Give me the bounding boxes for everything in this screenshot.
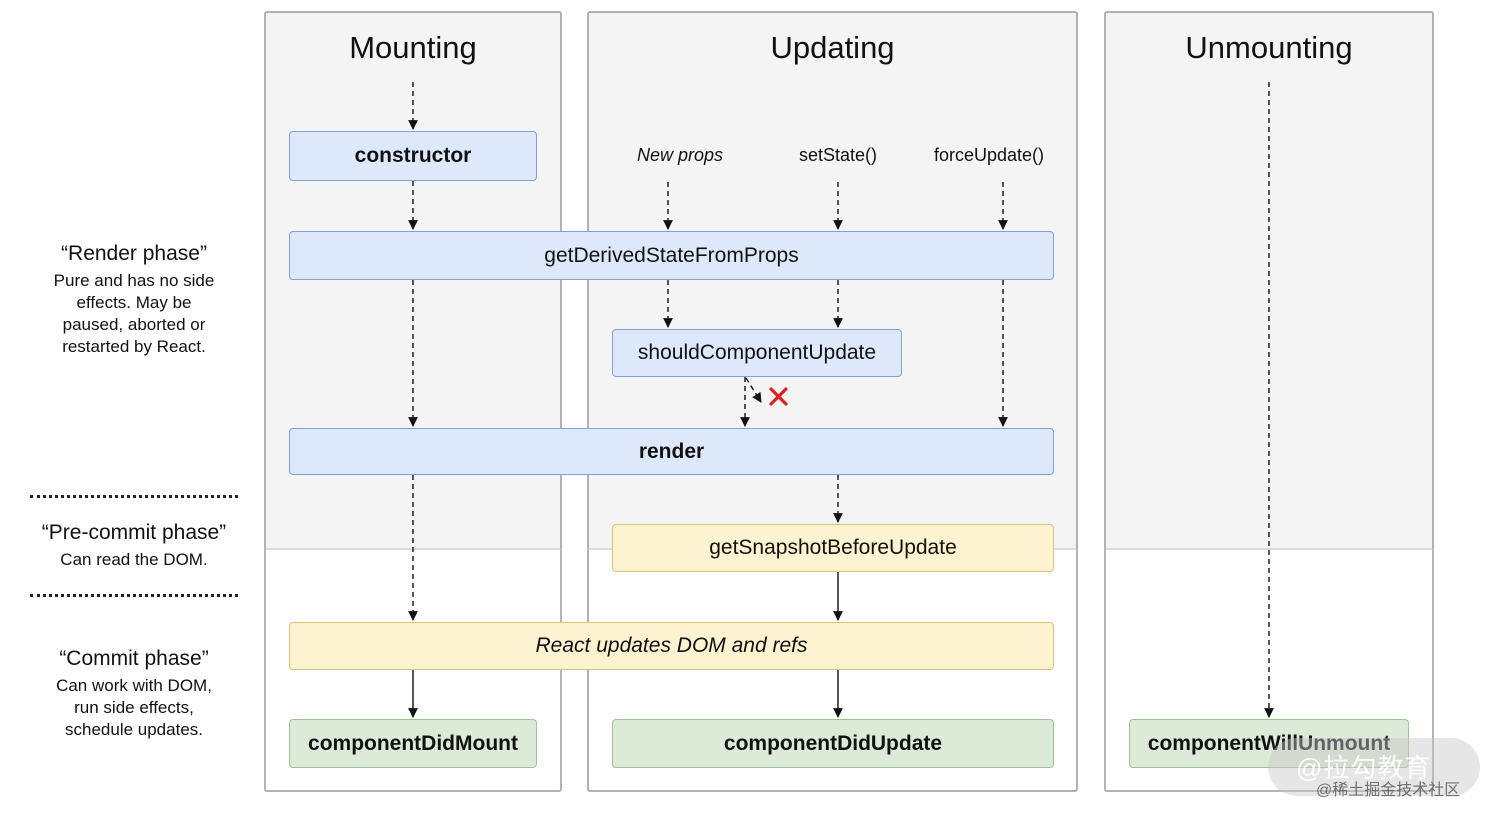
box-component-did-update: componentDidUpdate xyxy=(612,719,1054,768)
phase-render-line: restarted by React. xyxy=(62,337,206,356)
phase-commit-desc: Can work with DOM, run side effects, sch… xyxy=(14,675,254,741)
column-title-unmounting: Unmounting xyxy=(1185,30,1353,65)
phase-divider-top xyxy=(30,495,238,498)
phase-commit-line: schedule updates. xyxy=(65,720,203,739)
phase-render-title: “Render phase” xyxy=(61,242,207,265)
phase-precommit-desc: Can read the DOM. xyxy=(14,549,254,571)
box-get-snapshot-before-update: getSnapshotBeforeUpdate xyxy=(612,524,1054,572)
box-render: render xyxy=(289,428,1054,475)
column-title-mounting: Mounting xyxy=(349,30,477,65)
phase-precommit-line: Can read the DOM. xyxy=(60,550,208,569)
phase-commit: “Commit phase” Can work with DOM, run si… xyxy=(14,647,254,741)
phase-commit-line: Can work with DOM, xyxy=(56,676,212,695)
phase-render-line: effects. May be xyxy=(76,293,192,312)
phase-commit-title: “Commit phase” xyxy=(59,647,209,670)
trigger-set-state: setState() xyxy=(798,145,878,165)
arrow-scu-cancel xyxy=(745,377,762,403)
phase-render-line: Pure and has no side xyxy=(53,271,215,290)
box-constructor: constructor xyxy=(289,131,537,181)
watermark-logo-text: @拉勾教育 xyxy=(1296,753,1432,783)
watermark-site-text: @稀土掘金技术社区 xyxy=(1316,782,1461,799)
phase-render: “Render phase” Pure and has no side effe… xyxy=(14,242,254,358)
box-component-will-unmount: componentWillUnmount xyxy=(1129,719,1409,768)
box-component-did-mount: componentDidMount xyxy=(289,719,537,768)
phase-render-desc: Pure and has no side effects. May be pau… xyxy=(14,270,254,358)
phase-precommit: “Pre-commit phase” Can read the DOM. xyxy=(14,521,254,571)
box-should-component-update: shouldComponentUpdate xyxy=(612,329,902,377)
phase-precommit-title: “Pre-commit phase” xyxy=(41,521,227,544)
trigger-new-props: New props xyxy=(636,145,724,165)
watermark-badge xyxy=(1268,738,1480,796)
cancel-x-icon xyxy=(769,387,788,406)
trigger-force-update: forceUpdate() xyxy=(933,145,1045,165)
box-react-updates-dom: React updates DOM and refs xyxy=(289,622,1054,670)
phase-commit-line: run side effects, xyxy=(74,698,194,717)
phase-render-line: paused, aborted or xyxy=(62,315,206,334)
column-title-updating: Updating xyxy=(770,30,895,65)
box-get-derived-state-from-props: getDerivedStateFromProps xyxy=(289,231,1054,280)
phase-divider-bottom xyxy=(30,594,238,597)
